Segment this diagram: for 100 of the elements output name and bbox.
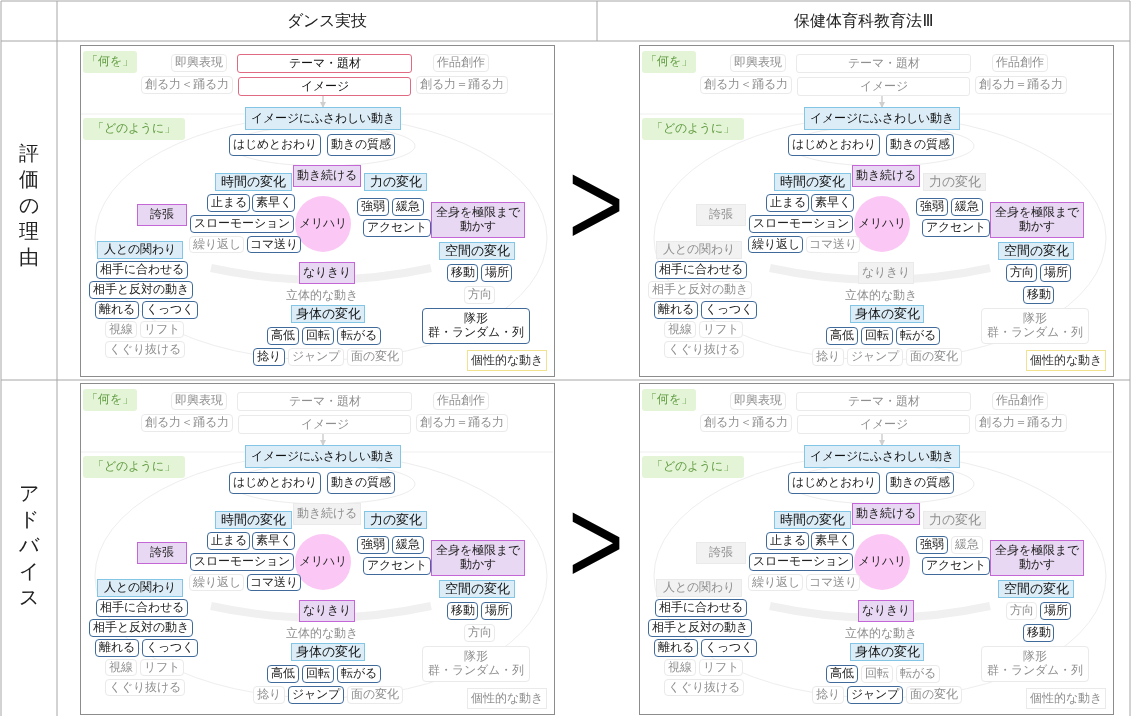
category-tag: 「何を」: [83, 51, 137, 73]
arrow: [320, 433, 326, 446]
option-box: 離れる: [654, 639, 698, 657]
keyword-box: 誇張: [137, 542, 187, 564]
option-box: 素早く: [252, 532, 295, 550]
option-box: 視線: [664, 659, 696, 676]
box-text: 群・ランダム・列: [987, 326, 1083, 340]
option-box: 繰り返し: [748, 236, 803, 253]
option-box: アクセント: [922, 557, 990, 575]
option-box: 捻り: [812, 686, 844, 704]
option-box: 即興表現: [730, 392, 786, 410]
caption-text: 立体的な動き: [283, 626, 361, 641]
option-box: 緩急: [392, 198, 424, 216]
option-box: アクセント: [922, 219, 990, 237]
option-box: 面の変化: [906, 348, 962, 366]
keyword-box: 動き続ける: [852, 165, 920, 187]
option-box: 高低: [267, 665, 299, 683]
option-box: リフト: [699, 659, 743, 676]
option-box: 場所: [481, 602, 512, 620]
heading-box: 空間の変化: [439, 580, 515, 598]
column-header: 保健体育科教育法Ⅲ: [794, 13, 934, 29]
option-box: 視線: [664, 321, 696, 338]
keyword-box: なりきり: [299, 600, 355, 622]
option-box: くっつく: [701, 639, 757, 657]
heading-box: 空間の変化: [998, 580, 1074, 598]
option-box: 転がる: [896, 327, 940, 345]
box-text: 隊形: [1023, 650, 1047, 664]
option-box: 視線: [105, 659, 137, 676]
keyword-box: 誇張: [696, 542, 746, 564]
option-box: 移動: [1023, 624, 1054, 642]
option-box: 相手に合わせる: [655, 261, 747, 279]
row-header: アドバイス: [18, 480, 40, 610]
center-circle: メリハリ: [854, 534, 910, 590]
theme-box: テーマ・題材: [237, 392, 412, 411]
option-box: 創る力＜踊る力: [700, 76, 792, 94]
option-box: はじめとおわり: [788, 472, 880, 494]
option-box: 相手と反対の動き: [89, 281, 193, 299]
option-box: スローモーション: [749, 553, 853, 571]
heading-box: 人との関わり: [97, 579, 183, 597]
option-box: 回転: [861, 665, 893, 683]
box-text: 群・ランダム・列: [428, 326, 524, 340]
option-box: 方向: [464, 286, 495, 304]
option-box: 場所: [1040, 264, 1071, 282]
theme-box: イメージ: [238, 415, 411, 434]
option-box: 方向: [1006, 602, 1037, 620]
option-box: 回転: [302, 665, 334, 683]
option-box: ジャンプ: [847, 686, 903, 704]
theme-box: テーマ・題材: [237, 54, 412, 73]
option-box: 転がる: [337, 665, 381, 683]
column-header: ダンス実技: [287, 13, 367, 29]
mind-map-panel: [639, 45, 1114, 377]
heading-box: 力の変化: [923, 511, 986, 529]
option-box: アクセント: [363, 219, 431, 237]
option-box: 相手に合わせる: [96, 261, 188, 279]
option-box: 緩急: [951, 198, 983, 216]
option-box: 止まる: [766, 194, 809, 212]
option-box: コマ送り: [806, 236, 860, 253]
mind-map-panel: [639, 383, 1114, 715]
category-tag: 「どのように」: [642, 118, 744, 140]
category-tag: 「どのように」: [83, 118, 185, 140]
caption-text: 立体的な動き: [283, 288, 361, 303]
option-box: 創る力＝踊る力: [416, 76, 508, 94]
option-box: 移動: [447, 602, 478, 620]
box-text: 隊形: [464, 650, 488, 664]
option-box: 即興表現: [730, 54, 786, 72]
option-box: 強弱: [916, 536, 948, 554]
keyword-box: 動き続ける: [293, 165, 361, 187]
option-box: 高低: [826, 327, 858, 345]
box-text: 群・ランダム・列: [428, 664, 524, 678]
heading-box: 身体の変化: [850, 305, 924, 323]
theme-box: イメージ: [238, 77, 411, 96]
keyword-box: なりきり: [858, 600, 914, 622]
option-box: 高低: [826, 665, 858, 683]
option-box: 作品創作: [433, 54, 489, 72]
heading-box: 身体の変化: [850, 643, 924, 661]
heading-box: 空間の変化: [998, 242, 1074, 260]
option-box: 創る力＜踊る力: [700, 414, 792, 432]
note-box: 個性的な動き: [1026, 688, 1106, 709]
option-box: 素早く: [811, 532, 854, 550]
option-box: 繰り返し: [189, 574, 244, 591]
option-box: ジャンプ: [288, 686, 344, 704]
option-box: くっつく: [142, 639, 198, 657]
option-box: 場所: [1040, 602, 1071, 620]
option-box: 面の変化: [347, 348, 403, 366]
keyword-box: なりきり: [299, 262, 355, 284]
option-box: 面の変化: [347, 686, 403, 704]
option-box: 視線: [105, 321, 137, 338]
option-box: 場所: [481, 264, 512, 282]
category-tag: 「何を」: [642, 389, 696, 411]
keyword-box: 全身を極限まで動かす: [431, 202, 525, 238]
row-header: 評価の理由: [18, 140, 40, 270]
note-box: 個性的な動き: [1026, 350, 1106, 371]
option-box: 繰り返し: [189, 236, 244, 253]
heading-box: 人との関わり: [97, 241, 183, 259]
category-tag: 「どのように」: [83, 456, 185, 478]
option-box: 面の変化: [906, 686, 962, 704]
option-box: くっつく: [701, 301, 757, 319]
theme-box: イメージ: [797, 415, 970, 434]
option-box: くぐり抜ける: [105, 341, 185, 358]
option-box: 捻り: [812, 348, 844, 366]
